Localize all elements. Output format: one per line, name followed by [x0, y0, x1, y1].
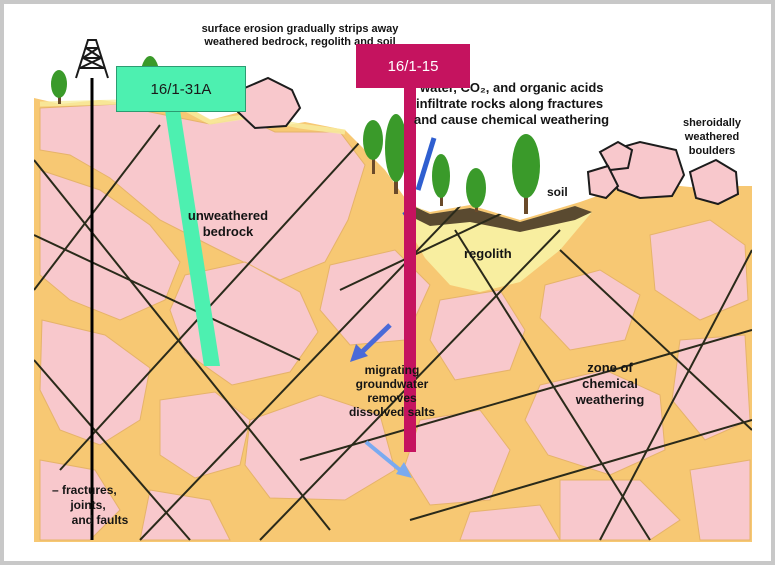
- svg-text:migrating: migrating: [365, 363, 420, 377]
- spheroidal-label: sheroidally weathered boulders: [683, 117, 742, 157]
- svg-text:weathered: weathered: [684, 131, 739, 143]
- svg-text:and faults: and faults: [72, 513, 129, 527]
- svg-text:zone of: zone of: [587, 360, 633, 375]
- svg-text:sheroidally: sheroidally: [683, 117, 742, 129]
- svg-text:surface erosion gradually stri: surface erosion gradually strips away: [202, 23, 400, 35]
- svg-text:– fractures,: – fractures,: [52, 483, 117, 497]
- soil-label: soil: [547, 185, 568, 199]
- regolith-label: regolith: [464, 246, 512, 261]
- svg-text:bedrock: bedrock: [203, 224, 254, 239]
- svg-text:joints,: joints,: [69, 498, 105, 512]
- svg-text:and cause chemical weathering: and cause chemical weathering: [414, 112, 609, 127]
- svg-text:boulders: boulders: [689, 145, 735, 157]
- well-label-16-1-15: 16/1-15: [356, 44, 470, 88]
- svg-text:weathering: weathering: [575, 392, 645, 407]
- svg-text:infiltrate rocks along fractur: infiltrate rocks along fractures: [416, 96, 603, 111]
- svg-text:dissolved salts: dissolved salts: [349, 405, 435, 419]
- svg-text:groundwater: groundwater: [356, 377, 429, 391]
- svg-text:unweathered: unweathered: [188, 208, 268, 223]
- svg-text:removes: removes: [367, 391, 417, 405]
- well-label-16-1-31A: 16/1-31A: [116, 66, 246, 112]
- svg-text:chemical: chemical: [582, 376, 638, 391]
